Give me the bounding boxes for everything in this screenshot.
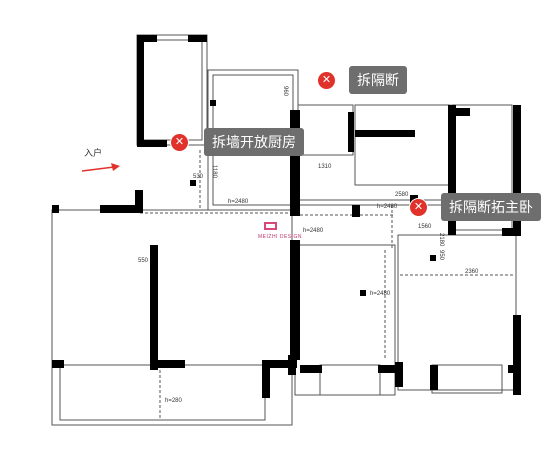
brand-text: MEIZHI DESIGN [258, 234, 303, 240]
remove-x-icon: ✕ [410, 198, 427, 216]
balcony-north-inner [141, 39, 203, 141]
entry-arrow-icon [81, 163, 120, 172]
callout-remove-partition: ✕ 拆隔断 [318, 66, 407, 94]
dim-h280: h=280 [165, 398, 183, 404]
dim-2580: 2580 [395, 192, 409, 198]
dim-h2480-b: h=2480 [303, 228, 324, 234]
dim-960: 960 [282, 86, 288, 97]
dim-550: 550 [138, 258, 149, 264]
callout-label: 拆隔断 [349, 66, 407, 94]
callout-label: 拆隔断拓主卧 [441, 193, 541, 221]
dim-h2480-a: h=2480 [228, 199, 249, 205]
entry-label: 入户 [84, 148, 103, 158]
bathroom-outline [297, 104, 354, 156]
remove-x-icon: ✕ [171, 133, 188, 151]
dim-1180: 1180 [211, 165, 217, 179]
living-room-outline [51, 209, 293, 426]
master-bedroom-outline [397, 234, 517, 391]
dim-530: 530 [193, 174, 204, 180]
structural-walls [52, 35, 521, 398]
dim-2180: 2180 [438, 233, 444, 247]
dim-h2480-d: h=2480 [377, 204, 398, 210]
dim-1310: 1310 [318, 164, 332, 170]
dim-h2480-c: h=2480 [370, 291, 391, 297]
dim-2360: 2360 [465, 269, 479, 275]
dimension-labels: 1310 530 1180 h=2480 h=2480 h=2480 h=248… [138, 86, 479, 404]
brand-logo-icon [264, 222, 277, 230]
dim-1560: 1560 [418, 224, 432, 230]
callout-open-kitchen: ✕ 拆墙开放厨房 [171, 128, 304, 156]
callout-expand-master: ✕ 拆隔断拓主卧 [410, 193, 541, 221]
remove-x-icon: ✕ [318, 71, 335, 89]
bedroom-mid-outline [354, 104, 451, 186]
callout-label: 拆墙开放厨房 [204, 128, 304, 156]
dim-950: 950 [438, 250, 444, 261]
